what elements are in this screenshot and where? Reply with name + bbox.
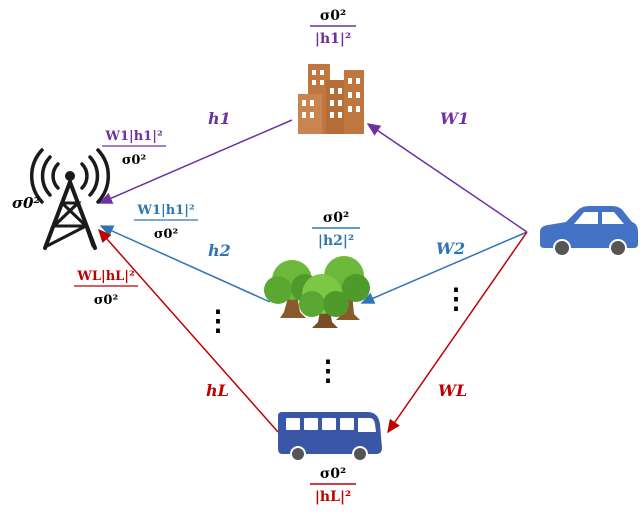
snr-fraction-path-2: W1|h1|² σ0² (134, 203, 198, 242)
ellipsis-right: ⋮ (442, 282, 470, 315)
bus-fraction-denominator: |hL|² (315, 489, 351, 505)
trees-noise-fraction: σ0² |h2|² (312, 210, 360, 249)
snr-fraction-path-L: WL|hL|² σ0² (74, 269, 138, 308)
weight-label-WL: WL (438, 381, 467, 400)
trees-fraction-denominator: |h2|² (318, 233, 354, 249)
weight-label-W1: W1 (440, 109, 469, 128)
snr-1-numerator: W1|h1|² (104, 129, 162, 144)
channel-label-h1: h1 (208, 109, 231, 128)
building-noise-fraction: σ0² |h1|² (310, 8, 356, 47)
arrow-bus-to-tower (98, 228, 279, 433)
snr-2-numerator: W1|h1|² (136, 203, 194, 218)
building-fraction-numerator: σ0² (320, 8, 346, 24)
arrow-trees-to-tower (99, 225, 271, 303)
cell-tower-icon (29, 148, 111, 250)
arrow-car-to-bus (387, 231, 528, 434)
building-icon (298, 64, 364, 134)
car-icon (540, 206, 638, 257)
building-fraction-denominator: |h1|² (315, 31, 351, 47)
channel-label-h2: h2 (208, 241, 231, 260)
snr-L-denominator: σ0² (94, 293, 118, 308)
snr-L-numerator: WL|hL|² (76, 269, 134, 284)
bus-icon (278, 412, 382, 462)
trees-icon (264, 256, 370, 328)
bus-fraction-numerator: σ0² (320, 466, 346, 482)
channel-label-hL: hL (206, 381, 229, 400)
bus-noise-fraction: σ0² |hL|² (310, 466, 356, 505)
snr-1-denominator: σ0² (122, 153, 146, 168)
arrow-car-to-trees (360, 231, 528, 304)
arrow-building-to-tower (98, 119, 293, 204)
weight-label-W2: W2 (436, 239, 465, 258)
arrows (98, 119, 528, 434)
ellipsis-left: ⋮ (204, 304, 232, 337)
arrow-car-to-building (366, 123, 528, 233)
tower-noise-label: σ0² (12, 194, 40, 212)
snr-2-denominator: σ0² (154, 227, 178, 242)
ellipsis-center: ⋮ (314, 354, 342, 387)
trees-fraction-numerator: σ0² (323, 210, 349, 226)
snr-fraction-path-1: W1|h1|² σ0² (102, 129, 166, 168)
